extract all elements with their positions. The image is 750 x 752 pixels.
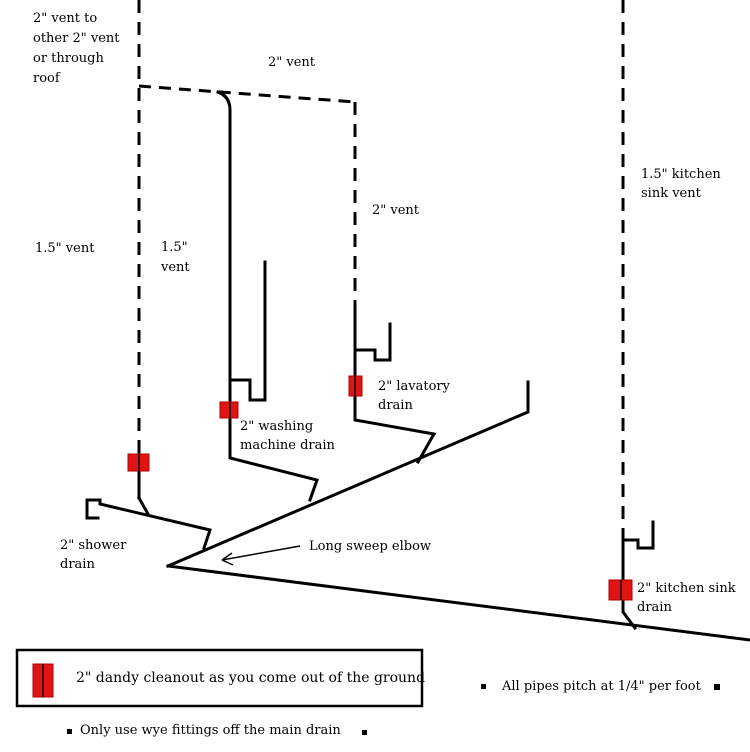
washing-machine-drain-pipe xyxy=(228,260,319,502)
lavatory-drain-pipe xyxy=(353,322,437,465)
wye-note: Only use wye fittings off the main drain xyxy=(80,723,341,738)
top-vent-label-1: 2" vent to xyxy=(33,11,97,26)
cleanout-main-vent xyxy=(127,453,150,472)
two-inch-vent-top-label: 2" vent xyxy=(268,55,316,70)
kitchen-vent-label-1: 1.5" kitchen xyxy=(641,167,721,182)
long-sweep-label: Long sweep elbow xyxy=(309,539,431,554)
cleanout-kitchen xyxy=(608,579,633,601)
cleanout-washing xyxy=(219,401,239,419)
legend-cleanout-text: 2" dandy cleanout as you come out of the… xyxy=(76,670,425,686)
kitchen-vent-label-2: sink vent xyxy=(641,186,702,201)
main-drain xyxy=(166,564,750,642)
washing-label-1: 2" washing xyxy=(240,419,313,434)
branch-drain-diagonal xyxy=(166,380,530,568)
wye-note-end-bullet-icon xyxy=(362,730,367,735)
long-sweep-arrow xyxy=(221,545,301,566)
top-vent-label-3: or through xyxy=(33,51,105,66)
vent-mid-label-1: 1.5" xyxy=(161,240,188,255)
lavatory-label-2: drain xyxy=(378,398,413,413)
kitchen-drain-label-2: drain xyxy=(637,600,672,615)
top-vent-label-4: roof xyxy=(33,71,61,86)
shower-label-1: 2" shower xyxy=(60,538,127,553)
cleanout-lavatory xyxy=(348,375,363,397)
kitchen-drain-label-1: 2" kitchen sink xyxy=(637,581,736,596)
legend-cleanout-icon xyxy=(32,663,54,698)
two-inch-vent-horizontal xyxy=(138,84,356,104)
kitchen-sink-drain-pipe xyxy=(621,520,655,631)
pitch-note: All pipes pitch at 1/4" per foot xyxy=(501,679,702,694)
vent-mid-label-2: vent xyxy=(160,260,190,275)
washing-machine-vent xyxy=(216,90,232,382)
pitch-note-bullet-icon xyxy=(481,684,486,689)
shower-label-2: drain xyxy=(60,557,95,572)
wye-note-bullet-icon xyxy=(67,729,72,734)
top-vent-label-2: other 2" vent xyxy=(33,31,120,46)
lavatory-label-1: 2" lavatory xyxy=(378,379,451,394)
washing-label-2: machine drain xyxy=(240,438,336,453)
shower-drain-pipe xyxy=(85,498,212,550)
two-inch-vent-mid-label: 2" vent xyxy=(372,203,420,218)
shower-drain-elbow xyxy=(136,495,151,517)
legend-box: 2" dandy cleanout as you come out of the… xyxy=(15,648,425,708)
vent-left-label: 1.5" vent xyxy=(35,241,95,256)
pitch-note-end-bullet-icon xyxy=(714,684,720,690)
